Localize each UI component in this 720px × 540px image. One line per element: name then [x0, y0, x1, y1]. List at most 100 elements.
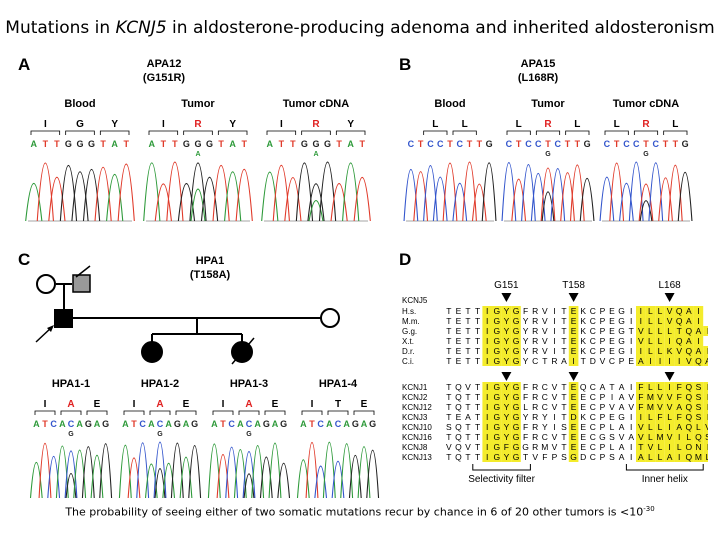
base-call: A	[361, 419, 368, 429]
residue: Q	[685, 422, 692, 432]
base-call: A	[165, 419, 172, 429]
codon-bracket	[212, 410, 234, 415]
residue: E	[456, 346, 462, 356]
residue: C	[532, 356, 538, 366]
residue: A	[696, 346, 702, 356]
base-call: C	[555, 139, 562, 149]
residue: Y	[504, 346, 510, 356]
trace-peak	[638, 183, 654, 222]
alignment-row-name: C.i.	[402, 357, 414, 366]
residue: G	[513, 402, 520, 412]
residue: E	[580, 402, 586, 412]
codon-bracket	[535, 130, 561, 135]
residue: F	[523, 382, 528, 392]
residue: I	[668, 382, 670, 392]
conserved-highlight	[693, 382, 704, 392]
residue: G	[513, 356, 520, 366]
conserved-highlight	[501, 452, 512, 462]
residue: E	[580, 442, 586, 452]
conserved-highlight	[645, 442, 656, 452]
residue: Q	[685, 402, 692, 412]
trace-peak	[307, 183, 325, 222]
proband-arrow-icon	[47, 325, 54, 332]
conserved-highlight	[636, 412, 646, 422]
residue: Q	[685, 346, 692, 356]
panel-d-letter: D	[399, 250, 411, 269]
conserved-highlight	[684, 316, 694, 326]
track-label: Tumor cDNA	[283, 98, 349, 110]
residue: R	[532, 402, 538, 412]
base-call: C	[50, 419, 57, 429]
trace-peak	[331, 461, 345, 502]
residue: A	[619, 392, 625, 402]
residue: T	[629, 326, 634, 336]
title-suffix: in aldosterone-producing adenoma and inh…	[166, 18, 715, 38]
trace-peak	[530, 172, 546, 222]
residue: G	[493, 392, 500, 402]
residue-marker-arrow	[664, 293, 675, 302]
codon-bracket	[148, 130, 179, 135]
residue: E	[571, 432, 577, 442]
residue: P	[600, 422, 606, 432]
conserved-highlight	[664, 402, 675, 412]
conserved-highlight	[511, 326, 521, 336]
residue: M	[647, 402, 654, 412]
conserved-highlight	[636, 432, 646, 442]
residue: Q	[695, 356, 702, 366]
residue: E	[609, 336, 615, 346]
residue: Y	[542, 412, 548, 422]
conserved-highlight	[655, 442, 665, 452]
residue: A	[600, 382, 606, 392]
residue: C	[590, 346, 596, 356]
residue: R	[532, 442, 538, 452]
codon-bracket	[335, 130, 366, 135]
residue: I	[707, 402, 708, 412]
residue: G	[618, 326, 625, 336]
codon-bracket	[327, 410, 349, 415]
residue: Q	[685, 382, 692, 392]
residue: V	[657, 392, 663, 402]
residue: L	[658, 316, 663, 326]
amino-acid-label: Y	[229, 119, 236, 130]
residue: V	[657, 402, 663, 412]
conserved-highlight	[492, 316, 502, 326]
residue: V	[619, 432, 625, 442]
conserved-highlight	[645, 382, 656, 392]
residue: V	[676, 346, 682, 356]
base-call: G	[88, 139, 95, 149]
residue: R	[532, 432, 538, 442]
residue: F	[638, 402, 643, 412]
residue: T	[465, 392, 470, 402]
residue: V	[667, 392, 673, 402]
conserved-highlight	[482, 306, 492, 316]
base-call: G	[280, 419, 287, 429]
residue: G	[513, 382, 520, 392]
residue: A	[619, 422, 625, 432]
residue: T	[446, 392, 451, 402]
base-call: G	[369, 419, 376, 429]
residue: V	[542, 336, 548, 346]
trace-peak	[261, 171, 279, 222]
conserved-highlight	[674, 346, 684, 356]
panel-b-mutation: (L168R)	[518, 72, 559, 84]
residue: L	[648, 412, 653, 422]
amino-acid-label: I	[162, 119, 165, 130]
residue: L	[658, 346, 663, 356]
trace-peak	[452, 183, 468, 222]
trace-peak	[432, 176, 448, 222]
amino-acid-label: I	[280, 119, 283, 130]
base-call: A	[149, 139, 156, 149]
residue: T	[475, 442, 480, 452]
residue: F	[523, 306, 528, 316]
base-call: T	[42, 419, 48, 429]
residue: E	[609, 306, 615, 316]
residue: Q	[455, 422, 462, 432]
conserved-highlight	[511, 382, 521, 392]
residue: T	[581, 356, 586, 366]
residue: G	[493, 346, 500, 356]
base-call: A	[237, 419, 244, 429]
residue: V	[552, 392, 558, 402]
residue: T	[465, 306, 470, 316]
residue: T	[446, 316, 451, 326]
base-call: G	[206, 139, 213, 149]
